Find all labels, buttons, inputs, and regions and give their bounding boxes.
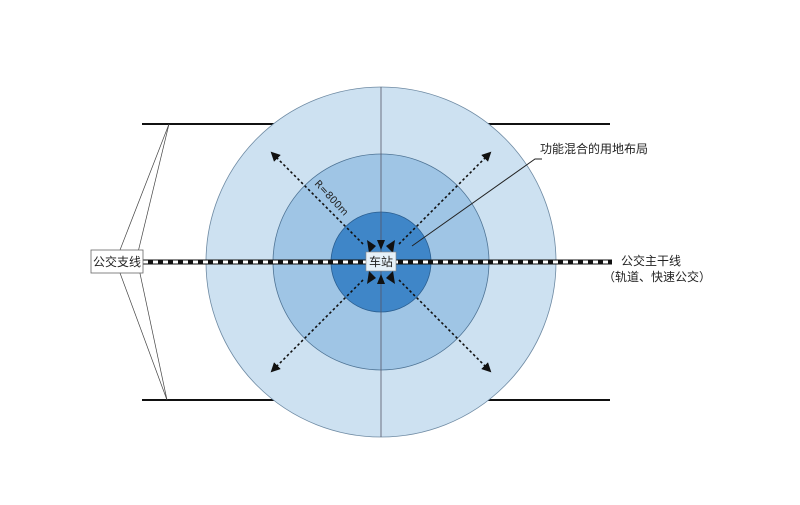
mixed-use-label: 功能混合的用地布局 bbox=[540, 141, 648, 156]
arrow-ne bbox=[398, 151, 492, 245]
arrow-sw bbox=[270, 279, 364, 373]
trunk-line-note: （轨道、快速公交） bbox=[603, 269, 711, 284]
station-label: 车站 bbox=[369, 254, 393, 269]
branch-line-box bbox=[90, 249, 144, 274]
trunk-line-label: 公交主干线 bbox=[621, 253, 681, 268]
arrow-se bbox=[398, 279, 492, 373]
outward-arrows bbox=[270, 151, 492, 373]
branch-line-label: 公交支线 bbox=[93, 254, 141, 269]
inward-arrowheads bbox=[367, 240, 395, 284]
arrow-nw bbox=[270, 151, 364, 245]
station-box bbox=[365, 251, 397, 272]
mixed-use-leader-line bbox=[411, 158, 542, 247]
branch-fan-lines bbox=[119, 123, 170, 401]
